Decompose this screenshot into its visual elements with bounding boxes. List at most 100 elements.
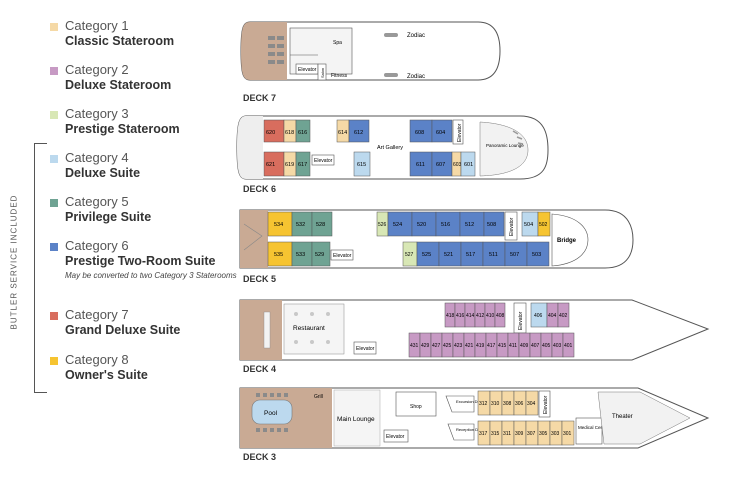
cabin-number: 612 (354, 130, 363, 136)
deck-5: 534 532 528 526 524 520 516 512 508 504 … (239, 209, 634, 269)
swatch-category-3 (50, 111, 58, 119)
cabin-number: 621 (266, 162, 275, 168)
salon-label: Salon (320, 68, 325, 78)
cabin-number: 404 (548, 313, 557, 319)
spa-label: Spa (333, 40, 342, 46)
cabin-number: 614 (338, 130, 347, 136)
category-note: May be converted to two Category 3 State… (65, 271, 237, 280)
cabin-number: 526 (378, 222, 387, 228)
cabin-number: 418 (446, 313, 455, 319)
category-number: Category 3 (65, 106, 129, 121)
cabin-number: 521 (444, 252, 453, 258)
cabin-number: 534 (274, 222, 283, 228)
grill-label: Grill (314, 394, 323, 400)
deck-6-top-rooms: 620 618 616 614 612 608 604 (263, 119, 453, 143)
deck-5-top-rooms: 534 532 528 526 524 520 516 512 508 504 … (267, 211, 551, 237)
cabin-number: 611 (416, 162, 425, 168)
category-name: Prestige Two-Room Suite (65, 254, 216, 268)
deck-4-top-rooms: 418 416 414 412 410 408 406 404 402 (444, 302, 570, 328)
deck-4: Restaurant Elevator 418 416 414 412 410 … (239, 299, 710, 361)
cabin-number: 425 (443, 343, 452, 349)
cabin-number: 618 (285, 130, 294, 136)
category-number: Category 6 (65, 238, 129, 253)
elevator-label: Elevator (386, 434, 405, 440)
elevator-label: Elevator (457, 123, 463, 142)
panoramic-lounge-label: Panoramic Lounge (486, 143, 524, 148)
cabin-number: 529 (315, 252, 324, 258)
swatch-category-5 (50, 199, 58, 207)
cabin-number: 405 (542, 343, 551, 349)
cabin-number: 617 (298, 162, 307, 168)
category-name: Classic Stateroom (65, 34, 175, 48)
zodiac-icon (384, 33, 398, 77)
cabin-number: 524 (393, 222, 402, 228)
cabin-number: 417 (487, 343, 496, 349)
cabin-number: 303 (551, 431, 560, 437)
cabin-number: 620 (266, 130, 275, 136)
excursion-desk-label: Excursion Desk (456, 399, 484, 404)
cabin-number: 603 (453, 162, 462, 168)
category-number: Category 2 (65, 62, 129, 77)
category-name: Privilege Suite (65, 210, 152, 224)
art-gallery-label: Art Gallery (377, 145, 403, 151)
cabin-number: 511 (489, 252, 498, 258)
cabin-number: 431 (410, 343, 419, 349)
cabin-number: 516 (441, 222, 450, 228)
reception-desk-label: Reception Desk (456, 427, 484, 432)
pool (251, 399, 293, 425)
pool-label: Pool (264, 410, 278, 417)
main-lounge-label: Main Lounge (337, 416, 375, 423)
cabin-number: 415 (498, 343, 507, 349)
deck-7: Elevator Salon Spa Fitness Zodiac Zodiac (240, 21, 501, 81)
elevator-label: Elevator (518, 311, 524, 330)
cabin-number: 312 (479, 401, 488, 407)
cabin-number: 508 (487, 222, 496, 228)
category-name: Deluxe Stateroom (65, 78, 172, 92)
category-number: Category 5 (65, 194, 129, 209)
deck-5-bottom-rooms: 535 533 529 527 525 521 517 511 507 503 (267, 241, 550, 267)
cabin-number: 423 (454, 343, 463, 349)
cabin-number: 309 (515, 431, 524, 437)
cabin-number: 503 (532, 252, 541, 258)
cabin-number: 619 (285, 162, 294, 168)
deck-3-bottom-rooms: 317 315 311 309 307 305 303 301 (477, 420, 575, 446)
cabin-number: 525 (422, 252, 431, 258)
cabin-number: 427 (432, 343, 441, 349)
cabin-number: 311 (503, 431, 511, 437)
cabin-number: 408 (496, 313, 505, 319)
swatch-category-1 (50, 23, 58, 31)
butler-bracket (34, 143, 47, 393)
deck-3-label: DECK 3 (243, 452, 276, 462)
category-name: Prestige Stateroom (65, 122, 180, 136)
theater-label: Theater (612, 414, 633, 420)
cabin-number: 615 (357, 162, 366, 168)
cabin-number: 401 (564, 343, 573, 349)
cabin-number: 308 (503, 401, 512, 407)
cabin-number: 517 (466, 252, 475, 258)
cabin-number: 410 (486, 313, 495, 319)
category-legend: Category 1 Classic Stateroom Category 2 … (0, 0, 237, 496)
elevator-label: Elevator (543, 395, 549, 414)
cabin-number: 416 (456, 313, 465, 319)
cabin-number: 406 (534, 313, 543, 319)
elevator-label: Elevator (509, 217, 515, 236)
cabin-number: 402 (559, 313, 568, 319)
cabin-number: 520 (417, 222, 426, 228)
cabin-number: 616 (298, 130, 307, 136)
bridge-label: Bridge (557, 238, 577, 244)
cabin-number: 301 (563, 431, 572, 437)
deck-6-bottom-rooms: 621 619 617 615 611 607 603 601 (263, 151, 476, 177)
zodiac-label: Zodiac (407, 74, 425, 80)
cabin-number: 512 (465, 222, 474, 228)
shop-label: Shop (410, 404, 422, 410)
zodiac-label: Zodiac (407, 33, 425, 39)
deck-6: 620 618 616 614 612 608 604 621 619 617 … (236, 115, 549, 180)
elevator-label: Elevator (298, 67, 317, 73)
cabin-number: 412 (476, 313, 485, 319)
cabin-number: 608 (415, 130, 424, 136)
category-number: Category 4 (65, 150, 129, 165)
cabin-number: 504 (524, 222, 533, 228)
deck-4-bottom-rooms: 431 429 427 425 423 421 419 417 415 411 … (408, 332, 575, 358)
category-name: Owner's Suite (65, 368, 148, 382)
